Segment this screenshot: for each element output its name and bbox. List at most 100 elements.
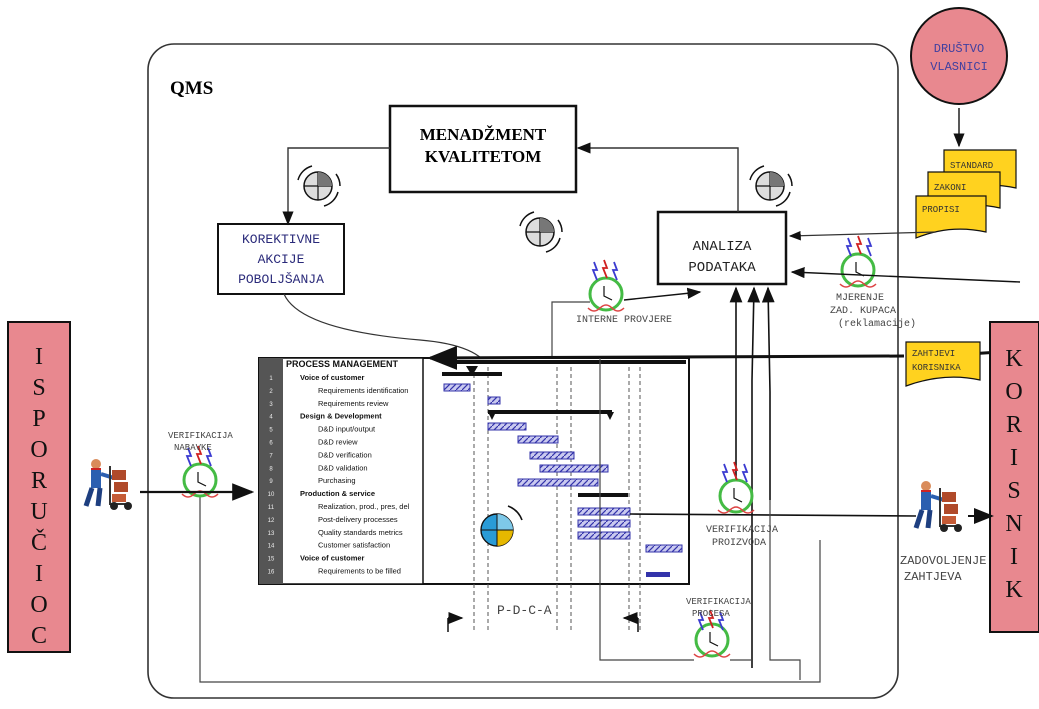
verif-nabavke-line1: VERIFIKACIJA [168, 431, 233, 441]
gantt-row-num: 2 [269, 389, 273, 395]
gantt-row-num: 13 [268, 531, 275, 537]
gantt-row-num: 4 [269, 415, 273, 421]
gantt-row-num: 9 [269, 479, 273, 485]
gantt-row-label: Requirements identification [318, 386, 408, 395]
gantt-row-num: 7 [269, 453, 273, 459]
interne-clock-icon [586, 276, 626, 313]
gantt-row-label: Realization, prod., pres, del [318, 502, 410, 511]
gantt-row-num: 15 [268, 557, 275, 563]
vertical-letter: O [30, 437, 47, 463]
gantt-row-label: Design & Development [300, 412, 382, 421]
gantt-row-label: Requirements review [318, 399, 389, 408]
gantt-row-label: D&D validation [318, 463, 368, 472]
korektivne-line1: KOREKTIVNE [242, 232, 320, 247]
pdca-big-icon [480, 505, 523, 547]
gantt-row-num: 3 [269, 402, 273, 408]
gantt-row-num: 5 [269, 428, 273, 434]
verif-proizvoda-line2: PROIZVODA [712, 538, 766, 549]
gantt-row-num: 11 [268, 505, 275, 511]
worker-left-icon [86, 459, 132, 510]
qms-label: QMS [170, 78, 213, 99]
vertical-letter: K [1005, 577, 1023, 603]
zahtjevi-line1: ZAHTJEVI [912, 349, 955, 359]
gantt-row-num: 8 [269, 466, 273, 472]
mjerenje-clock-icon [838, 252, 878, 289]
mjerenje-line2: ZAD. KUPACA [830, 306, 896, 317]
verif-procesa-line1: VERIFIKACIJA [686, 597, 751, 607]
worker-right-icon [916, 481, 962, 532]
gantt-row-label: Post-delivery processes [318, 515, 398, 524]
analiza-line1: ANALIZA [693, 239, 752, 255]
gantt-row-label: Quality standards metrics [318, 528, 403, 537]
vertical-letter: S [1007, 478, 1020, 504]
qms-boundary [147, 43, 899, 699]
verif-nabavke-line2: NABAVKE [174, 443, 212, 453]
mjerenje-line1: MJERENJE [836, 293, 884, 304]
vertical-letter: I [35, 344, 43, 370]
pdca-icon-middle [519, 211, 563, 253]
analiza-line2: PODATAKA [688, 260, 756, 276]
vertical-letter: Č [31, 529, 47, 556]
menadzment-box [388, 104, 578, 194]
gantt-row-label: Purchasing [318, 476, 356, 485]
gantt-row-num: 16 [268, 570, 275, 576]
gantt-header: PROCESS MANAGEMENT [286, 359, 399, 369]
drustvo-line1: DRUŠTVO [934, 41, 984, 56]
gantt-row-label: D&D review [318, 438, 358, 447]
vertical-letter: I [35, 561, 43, 587]
zadovoljenje-line2: ZAHTJEVA [904, 570, 962, 584]
verif-proizvoda-line1: VERIFIKACIJA [706, 525, 778, 536]
vertical-letter: R [31, 468, 47, 494]
vertical-letter: R [1006, 412, 1022, 438]
korisnik-label: KORISNIK [1005, 346, 1023, 603]
vertical-letter: O [1005, 379, 1022, 405]
verif-procesa-clock-icon [692, 622, 732, 659]
analiza-box [656, 210, 788, 286]
doc-standard: STANDARD [950, 161, 993, 171]
korektivne-line3: POBOLJŠANJA [238, 272, 324, 287]
gantt-row-num: 6 [269, 441, 273, 447]
korisnik-box [989, 321, 1039, 633]
drustvo-circle [910, 7, 1008, 105]
verif-procesa-line2: PROCESA [692, 609, 730, 619]
vertical-letter: I [1010, 544, 1018, 570]
gantt-row-label: Voice of customer [300, 373, 365, 382]
gantt-row-num: 10 [268, 492, 275, 498]
drustvo-line2: VLASNICI [930, 60, 988, 74]
pdca-label: P-D-C-A [497, 603, 552, 618]
korektivne-box [217, 223, 345, 295]
doc-propisi: PROPISI [922, 205, 960, 215]
mjerenje-line3: (reklamacije) [838, 318, 916, 330]
korektivne-line2: AKCIJE [258, 252, 305, 267]
isporucioc-box [7, 321, 71, 653]
gantt-row-label: Requirements to be filled [318, 567, 401, 576]
gantt-row-num: 12 [268, 518, 275, 524]
menadzment-line1: MENADŽMENT [420, 125, 547, 144]
vertical-letter: I [1010, 445, 1018, 471]
vertical-letter: C [31, 623, 47, 649]
doc-zakoni: ZAKONI [934, 183, 966, 193]
zahtjevi-line2: KORISNIKA [912, 363, 961, 373]
vertical-letter: P [32, 406, 45, 432]
pdca-icon-left [297, 165, 341, 207]
gantt-row-label: Production & service [300, 489, 375, 498]
zadovoljenje-line1: ZADOVOLJENJE [900, 554, 986, 568]
vertical-letter: N [1005, 511, 1022, 537]
gantt-row-label: Customer satisfaction [318, 541, 390, 550]
gantt-row-label: D&D verification [318, 450, 372, 459]
gantt-row-label: Voice of customer [300, 554, 365, 563]
gantt-row-label: D&D input/output [318, 425, 376, 434]
vertical-letter: S [32, 375, 45, 401]
vertical-letter: U [30, 499, 47, 525]
vertical-letter: K [1005, 346, 1023, 372]
gantt-row-num: 14 [268, 544, 275, 550]
verif-proizvoda-clock-icon [716, 478, 756, 515]
vertical-letter: O [30, 592, 47, 618]
interne-label: INTERNE PROVJERE [576, 315, 672, 326]
pdca-icon-right [749, 165, 793, 207]
menadzment-line2: KVALITETOM [425, 147, 542, 166]
